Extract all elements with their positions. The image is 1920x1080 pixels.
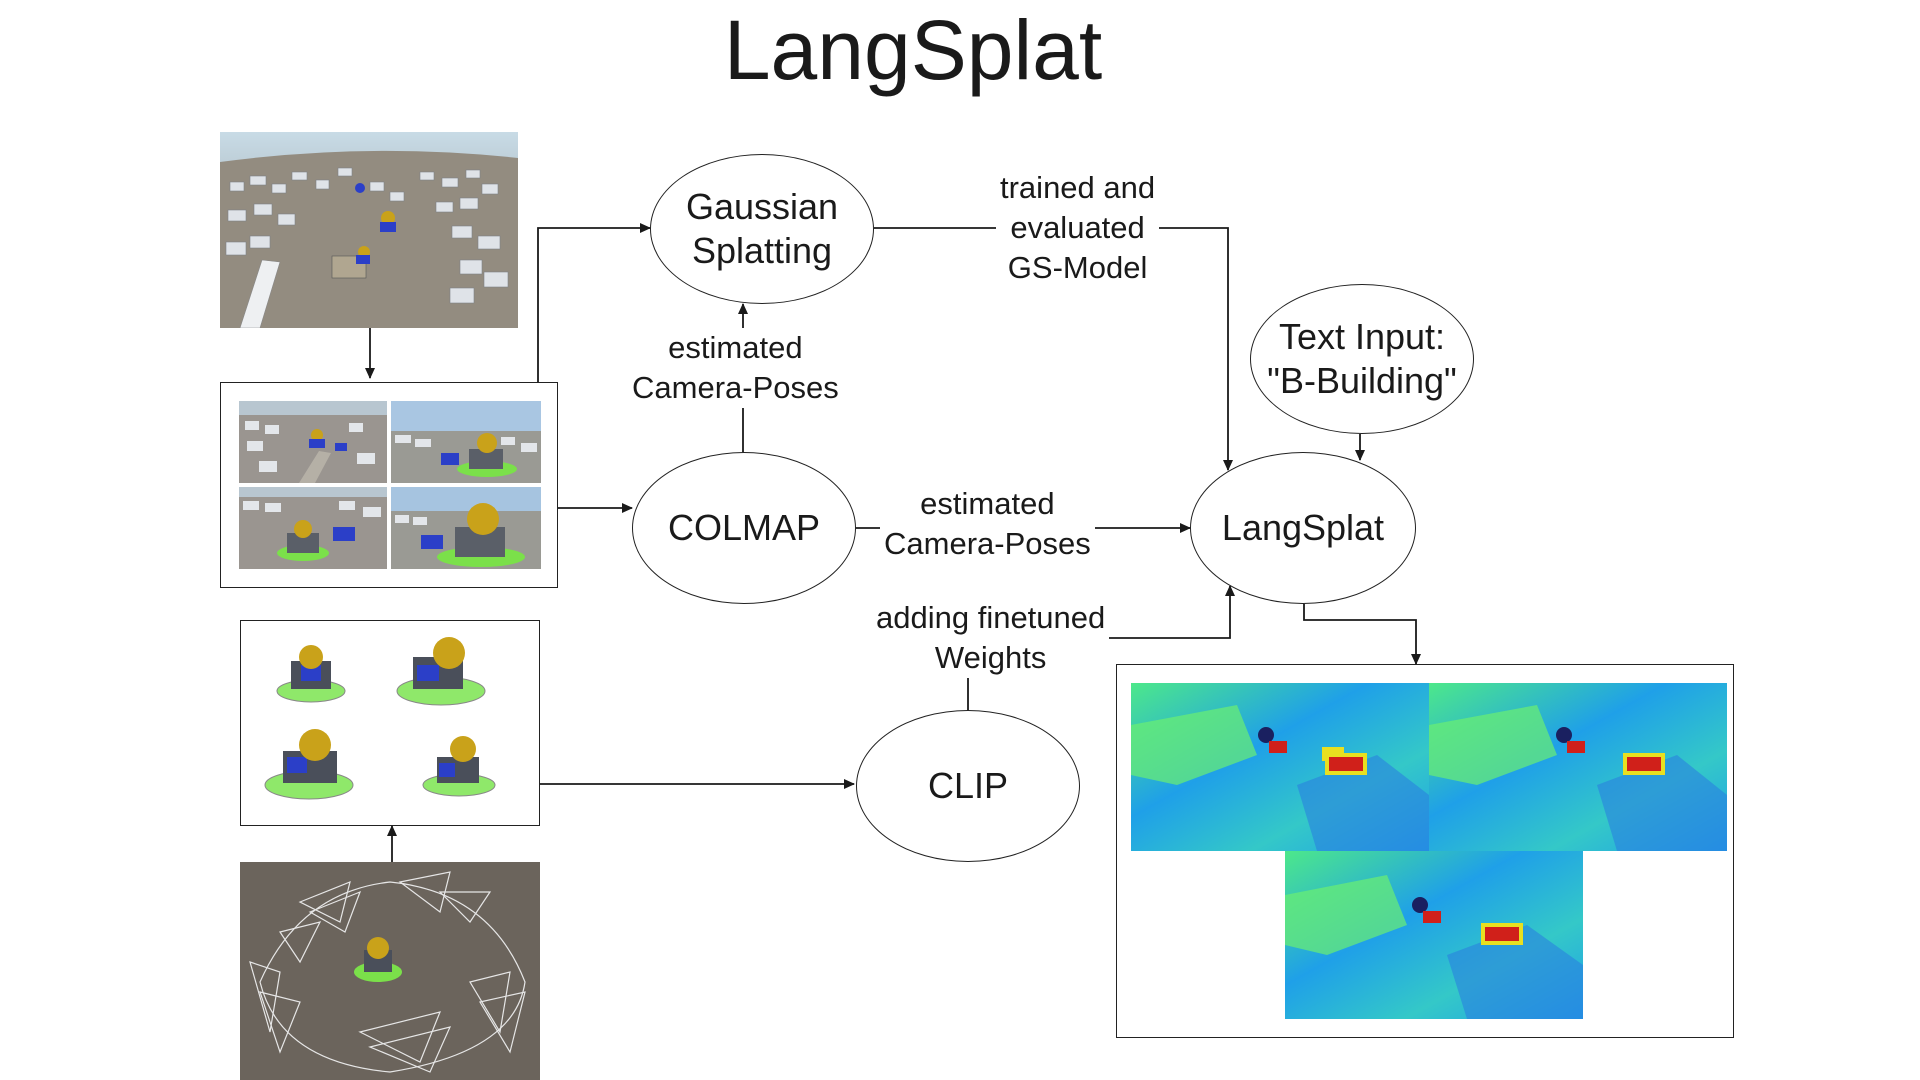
gaussian-splatting-label: Gaussian Splatting: [685, 186, 839, 271]
langsplat-node: LangSplat: [1190, 452, 1416, 604]
langsplat-label: LangSplat: [1221, 507, 1385, 548]
camera-poses-scene-image: [240, 862, 540, 1080]
clip-label: CLIP: [927, 765, 1009, 806]
trained-model-label: trained and evaluated GS-Model: [996, 168, 1160, 288]
view-image-3: [239, 487, 387, 569]
diagram-title: LangSplat: [723, 3, 1103, 97]
view-image-1: [239, 401, 387, 483]
drone-scene-image: [220, 132, 518, 328]
edge-gaussian-to-langsplat: [874, 227, 1233, 471]
heatmap-image-3: [1285, 851, 1583, 1019]
text-input-label: Text Input: "B-Building": [1267, 316, 1457, 401]
edge-langsplat-to-output: [1303, 604, 1421, 665]
view-image-4: [391, 487, 541, 569]
langsplat-output-frame: [1116, 664, 1734, 1038]
object-view-3: [264, 729, 354, 800]
text-input-node: Text Input: "B-Building": [1250, 284, 1474, 434]
object-view-2: [396, 637, 486, 706]
heatmap-image-2: [1429, 683, 1727, 851]
finetuned-weights-label: adding finetuned Weights: [872, 598, 1110, 678]
multi-view-frame: [220, 382, 558, 588]
estimated-poses-up-label: estimated Camera-Poses: [628, 328, 843, 408]
clip-node: CLIP: [856, 710, 1080, 862]
object-view-4: [422, 736, 496, 797]
colmap-node: COLMAP: [632, 452, 856, 604]
edge-views-to-gaussian: [537, 223, 651, 382]
object-views-frame: [240, 620, 540, 826]
view-image-2: [391, 401, 541, 483]
colmap-label: COLMAP: [667, 507, 821, 548]
object-view-1: [276, 645, 346, 703]
heatmap-image-1: [1131, 683, 1429, 851]
estimated-poses-right-label: estimated Camera-Poses: [880, 484, 1095, 564]
gaussian-splatting-node: Gaussian Splatting: [650, 154, 874, 304]
